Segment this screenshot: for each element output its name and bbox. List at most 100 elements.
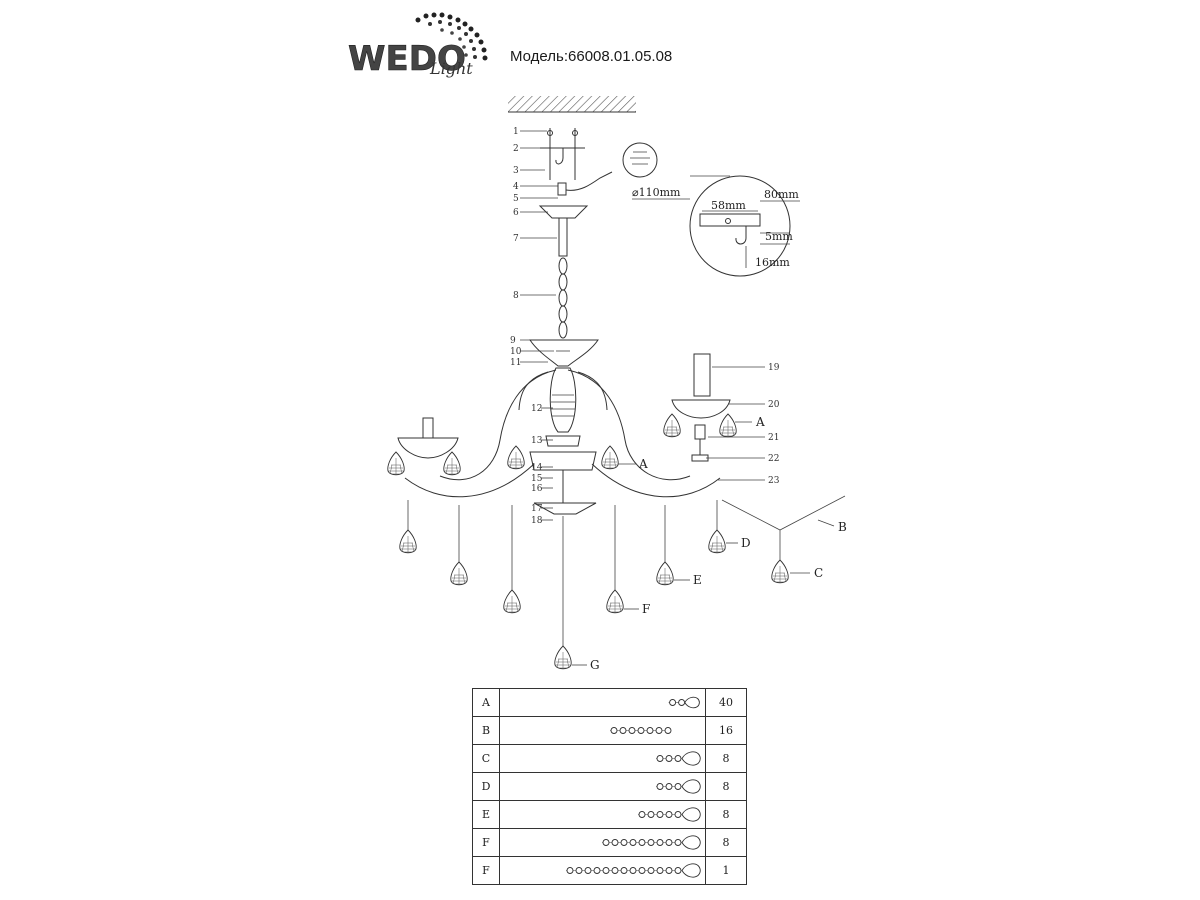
crystal-type-cell: F bbox=[472, 856, 500, 885]
crystal-bead-icon bbox=[656, 811, 664, 818]
svg-text:4: 4 bbox=[513, 182, 519, 192]
svg-text:14: 14 bbox=[531, 463, 543, 473]
crystal-bead-icon bbox=[611, 839, 619, 846]
crystal-drop-icon bbox=[681, 835, 701, 850]
crystal-quantity-cell: 8 bbox=[705, 744, 747, 773]
svg-text:16mm: 16mm bbox=[755, 256, 790, 269]
svg-text:2: 2 bbox=[513, 144, 519, 154]
crystal-picture-cell bbox=[499, 828, 706, 857]
svg-text:22: 22 bbox=[768, 454, 779, 464]
crystal-type-cell: D bbox=[472, 772, 500, 801]
crystal-bead-icon bbox=[674, 783, 682, 790]
svg-text:58mm: 58mm bbox=[711, 199, 746, 212]
crystal-bead-icon bbox=[638, 867, 646, 874]
svg-text:D: D bbox=[741, 536, 751, 550]
crystal-type-labels: A A B C D E F G bbox=[572, 415, 847, 672]
crystal-bead-icon bbox=[674, 755, 682, 762]
svg-text:20: 20 bbox=[768, 400, 780, 410]
crystal-string-icon bbox=[656, 779, 701, 794]
svg-text:7: 7 bbox=[513, 234, 519, 244]
crystal-bead-icon bbox=[665, 811, 673, 818]
crystal-picture-cell bbox=[499, 772, 706, 801]
part-labels: 1 2 3 4 5 6 7 8 9 10 11 12 13 14 15 16 1… bbox=[510, 127, 780, 526]
crystal-string-icon bbox=[610, 727, 672, 734]
crystal-string-icon bbox=[638, 807, 701, 822]
crystal-bead-icon bbox=[629, 867, 637, 874]
crystal-quantity-cell: 8 bbox=[705, 800, 747, 829]
svg-text:10: 10 bbox=[510, 347, 522, 357]
crystal-bead-icon bbox=[674, 839, 682, 846]
left-candle-cup bbox=[397, 417, 459, 459]
crystal-bead-icon bbox=[656, 839, 664, 846]
table-row: B 16 bbox=[472, 716, 747, 745]
svg-text:E: E bbox=[693, 573, 702, 587]
mounting-plate-detail: ⌀110mm 80mm 58mm 5mm 16mm bbox=[632, 175, 800, 277]
crystal-bead-icon bbox=[647, 811, 655, 818]
crystal-string-icon bbox=[668, 696, 700, 709]
svg-text:17: 17 bbox=[531, 504, 543, 514]
svg-text:1: 1 bbox=[513, 127, 519, 137]
crystal-bead-icon bbox=[637, 727, 645, 734]
crystal-bead-icon bbox=[664, 727, 672, 734]
crystal-bead-icon bbox=[629, 839, 637, 846]
crystal-bead-icon bbox=[584, 867, 592, 874]
crystal-picture-cell bbox=[499, 800, 706, 829]
svg-text:21: 21 bbox=[768, 433, 779, 443]
svg-text:B: B bbox=[838, 520, 847, 534]
crystal-drop-icon bbox=[681, 863, 701, 878]
crystal-bead-icon bbox=[665, 867, 673, 874]
svg-text:15: 15 bbox=[531, 474, 543, 484]
svg-text:18: 18 bbox=[531, 516, 543, 526]
crystal-bead-icon bbox=[566, 867, 574, 874]
svg-text:A: A bbox=[638, 457, 648, 471]
crystal-bead-icon bbox=[656, 755, 664, 762]
crystal-bead-icon bbox=[611, 867, 619, 874]
crystal-bead-icon bbox=[593, 867, 601, 874]
crystal-bead-icon bbox=[678, 699, 686, 706]
crystal-strands bbox=[387, 413, 846, 670]
chandelier-arms bbox=[404, 369, 721, 498]
svg-text:13: 13 bbox=[531, 436, 543, 446]
svg-text:F: F bbox=[642, 602, 650, 616]
brand-logo: WEDO Light bbox=[348, 12, 488, 79]
crystal-string-icon bbox=[656, 751, 701, 766]
crystal-quantity-cell: 16 bbox=[705, 716, 747, 745]
brand-logo-sub: Light bbox=[429, 59, 473, 78]
svg-text:11: 11 bbox=[510, 358, 521, 368]
brand-logo-text: WEDO bbox=[348, 39, 466, 79]
svg-text:C: C bbox=[814, 566, 823, 580]
crystal-bead-icon bbox=[656, 783, 664, 790]
mounting-hardware bbox=[538, 128, 658, 257]
ceiling-hatch bbox=[508, 96, 636, 112]
crystal-type-cell: F bbox=[472, 828, 500, 857]
crystal-type-cell: B bbox=[472, 716, 500, 745]
crystal-drop-icon bbox=[684, 696, 700, 709]
svg-text:80mm: 80mm bbox=[764, 188, 799, 201]
model-label: Модель:66008.01.05.08 bbox=[510, 48, 673, 65]
crystal-bead-icon bbox=[647, 867, 655, 874]
crystal-bead-icon bbox=[674, 811, 682, 818]
crystal-bead-icon bbox=[665, 783, 673, 790]
crystal-picture-cell bbox=[499, 716, 706, 745]
crystal-bead-icon bbox=[575, 867, 583, 874]
svg-text:A: A bbox=[755, 415, 765, 429]
crystal-bead-icon bbox=[674, 867, 682, 874]
crystal-bead-icon bbox=[602, 867, 610, 874]
crystal-quantity-cell: 8 bbox=[705, 828, 747, 857]
crystal-bead-icon bbox=[669, 699, 677, 706]
crystal-drop-icon bbox=[681, 807, 701, 822]
crystal-bead-icon bbox=[619, 727, 627, 734]
crystal-bead-icon bbox=[656, 867, 664, 874]
crystal-string-icon bbox=[602, 835, 701, 850]
crystal-bead-icon bbox=[646, 727, 654, 734]
chandelier-body bbox=[529, 339, 599, 515]
svg-text:8: 8 bbox=[513, 291, 519, 301]
svg-text:9: 9 bbox=[510, 336, 516, 346]
crystal-quantity-cell: 1 bbox=[705, 856, 747, 885]
